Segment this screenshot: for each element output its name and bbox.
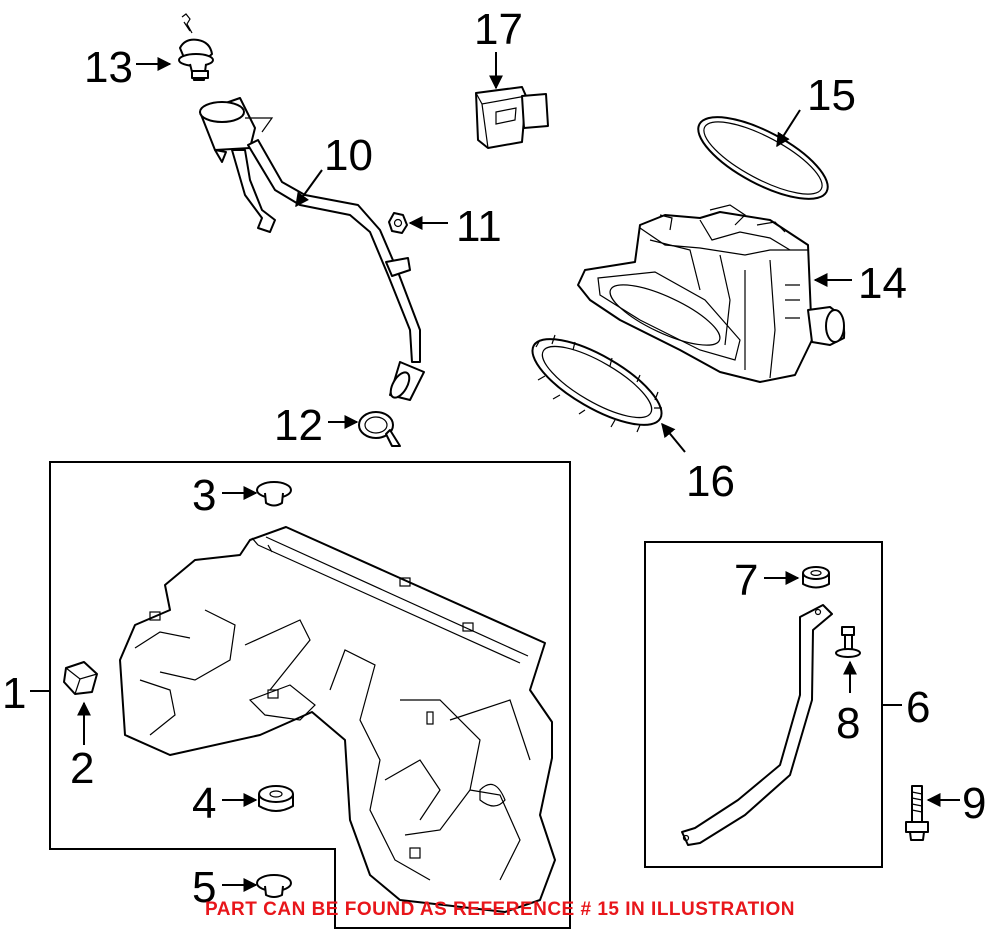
callout-12: 12 [274,401,323,450]
callout-15-arrow [776,109,801,148]
callout-4: 4 [192,779,216,828]
part-4-bushing [258,785,294,812]
callout-5: 5 [192,863,216,912]
callout-7: 7 [734,556,758,605]
part-9-bolt [905,785,929,841]
callout-6: 6 [906,683,930,732]
callout-2: 2 [70,744,94,793]
callout-14: 14 [858,259,907,308]
part-15-seal-ring [697,116,829,200]
part-10-filler-pipe [199,97,425,401]
part-17-module [475,86,549,149]
callout-11: 11 [456,202,502,251]
callout-1: 1 [2,669,26,718]
callout-10: 10 [324,131,373,180]
callout-9: 9 [962,779,986,828]
callout-3: 3 [192,471,216,520]
callout-16-arrow [661,422,686,453]
part-2-block [63,661,98,695]
tank-assembly-box [49,461,571,929]
part-1-fuel-tank [119,526,556,913]
callout-16: 16 [686,457,735,506]
part-5-grommet [256,874,292,898]
part-16-lock-ring [531,334,663,433]
callout-17: 17 [474,5,523,54]
part-13-cap [178,13,214,81]
part-8-bolt [835,626,861,658]
callout-10-arrow [295,169,323,208]
callout-8: 8 [836,699,860,748]
callout-13: 13 [84,43,133,92]
part-12-clamp [358,411,401,447]
part-11-grommet [388,212,408,234]
part-3-grommet [256,481,292,507]
part-14-pump-module [577,204,846,383]
reference-caption: PART CAN BE FOUND AS REFERENCE # 15 IN I… [205,899,795,920]
part-7-isolator [802,566,830,589]
callout-15: 15 [807,71,856,120]
part-6-strap [681,604,833,846]
